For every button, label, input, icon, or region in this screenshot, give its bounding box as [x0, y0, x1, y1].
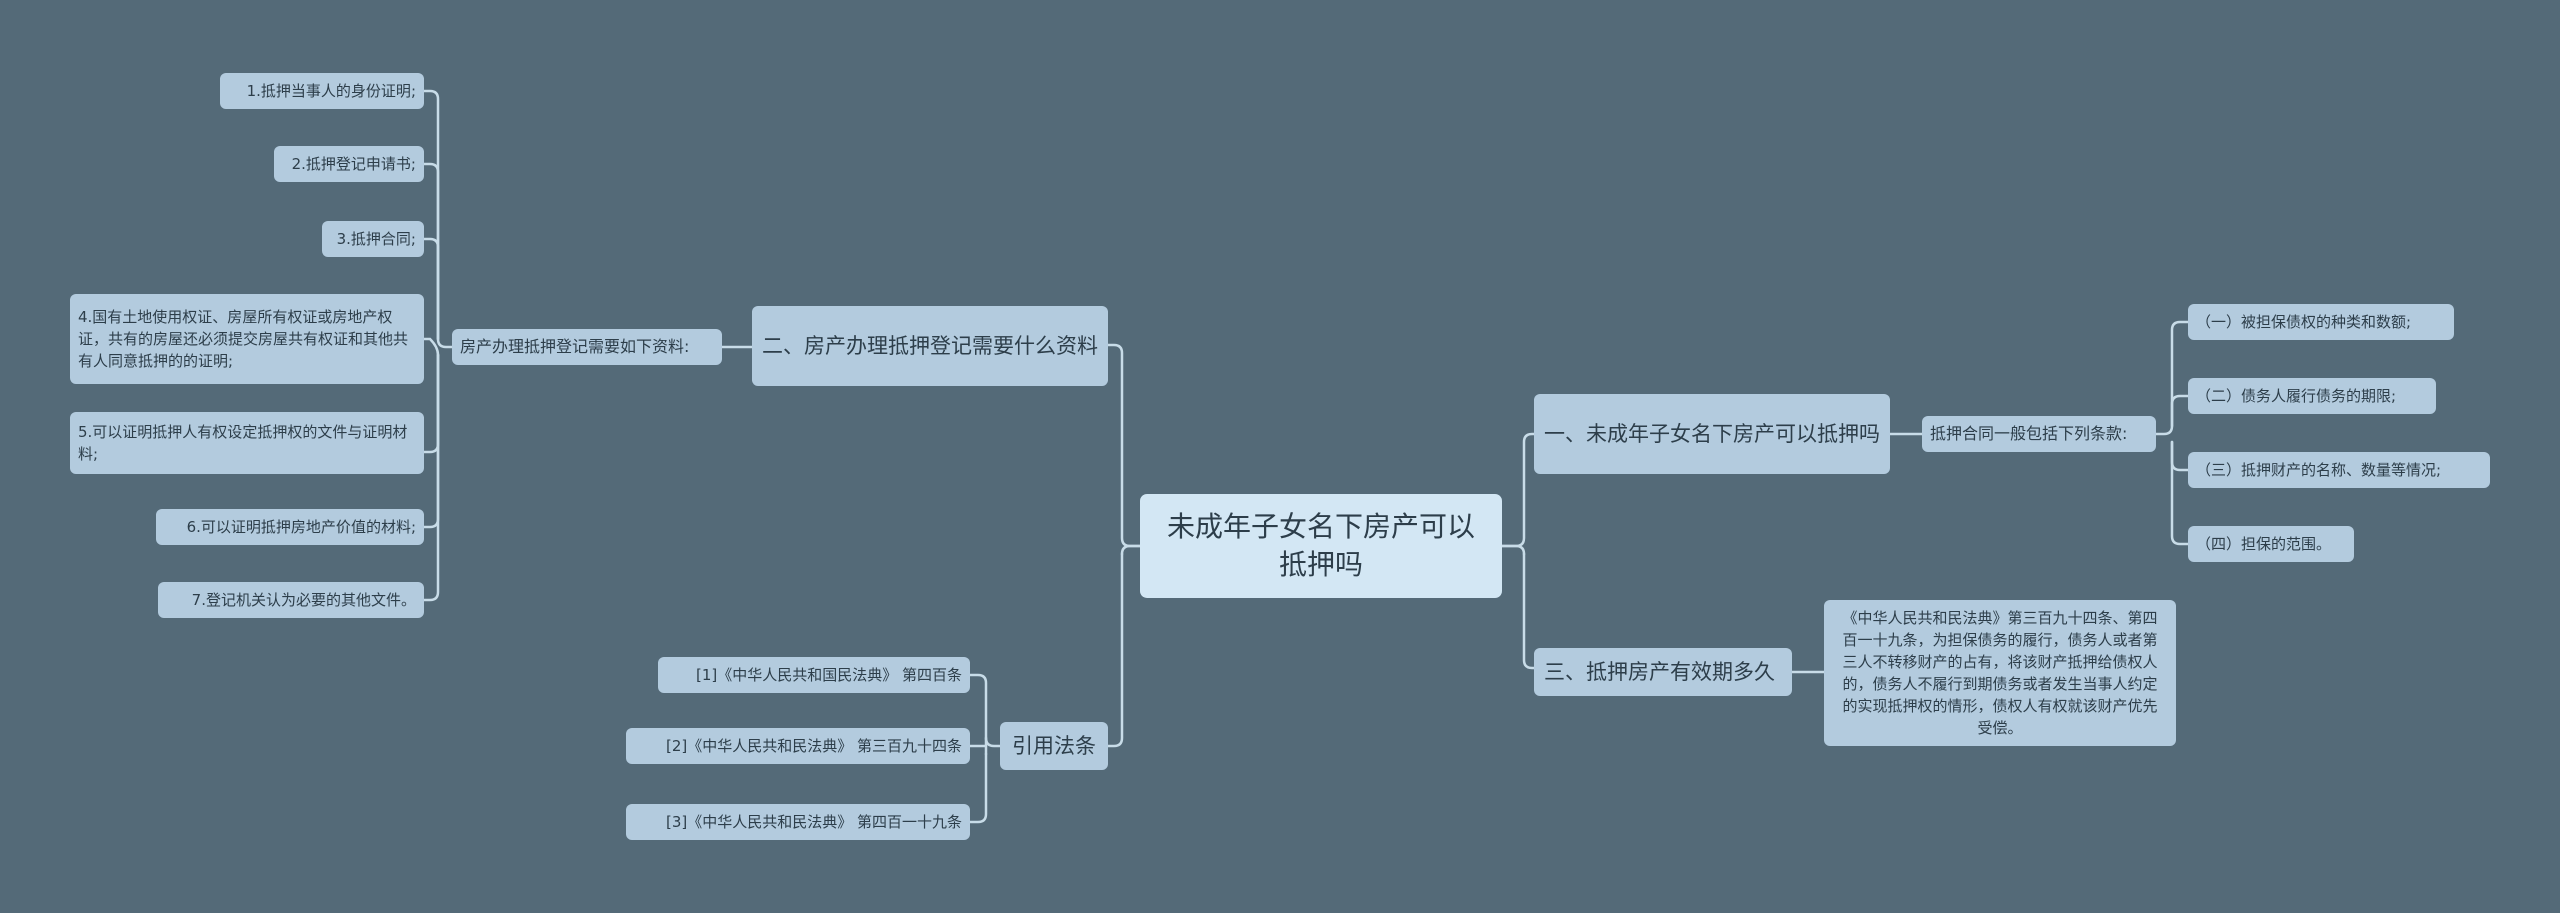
material-item: 1.抵押当事人的身份证明; [220, 73, 424, 109]
material-item: 7.登记机关认为必要的其他文件。 [158, 582, 424, 618]
material-item: 6.可以证明抵押房地产价值的材料; [156, 509, 424, 545]
law-reference-item: [3]《中华人民共和民法典》 第四百一十九条 [626, 804, 970, 840]
contract-term-item: （三）抵押财产的名称、数量等情况; [2188, 452, 2490, 488]
branch-validity-period: 三、抵押房产有效期多久 [1534, 648, 1792, 696]
material-item: 5.可以证明抵押人有权设定抵押权的文件与证明材料; [70, 412, 424, 474]
validity-detail-node: 《中华人民共和民法典》第三百九十四条、第四百一十九条，为担保债务的履行，债务人或… [1824, 600, 2176, 746]
branch-mortgage-possibility: 一、未成年子女名下房产可以抵押吗 [1534, 394, 1890, 474]
material-item: 2.抵押登记申请书; [274, 146, 424, 182]
material-item: 4.国有土地使用权证、房屋所有权证或房地产权证，共有的房屋还必须提交房屋共有权证… [70, 294, 424, 384]
root-topic: 未成年子女名下房产可以抵押吗 [1140, 494, 1502, 598]
materials-list-node: 房产办理抵押登记需要如下资料: [452, 329, 722, 365]
law-reference-item: [2]《中华人民共和民法典》 第三百九十四条 [626, 728, 970, 764]
contract-term-item: （二）债务人履行债务的期限; [2188, 378, 2436, 414]
contract-term-item: （一）被担保债权的种类和数额; [2188, 304, 2454, 340]
contract-terms-node: 抵押合同一般包括下列条款: [1922, 416, 2156, 452]
branch-registration-materials: 二、房产办理抵押登记需要什么资料 [752, 306, 1108, 386]
branch-cited-laws: 引用法条 [1000, 722, 1108, 770]
law-reference-item: [1]《中华人民共和国民法典》 第四百条 [658, 657, 970, 693]
material-item: 3.抵押合同; [322, 221, 424, 257]
contract-term-item: （四）担保的范围。 [2188, 526, 2354, 562]
